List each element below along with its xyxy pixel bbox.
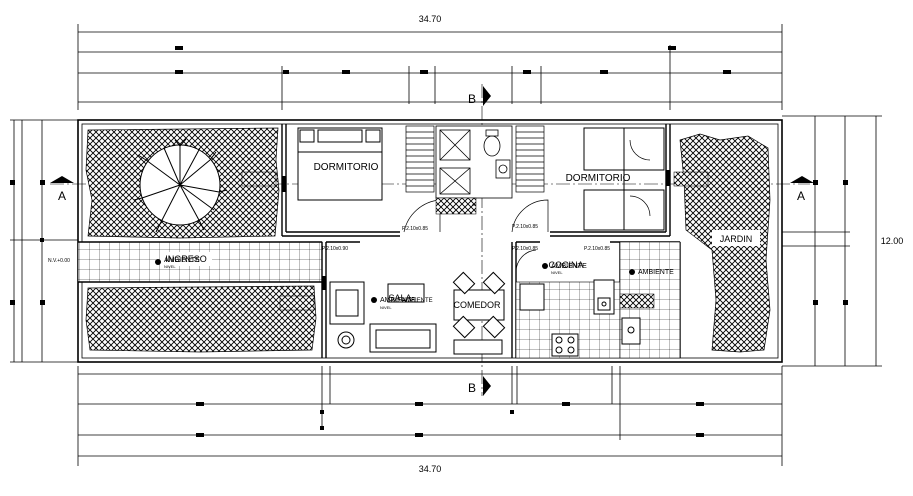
right-dimension-ticks xyxy=(813,180,848,305)
door-label-5: P.2.10x0.85 xyxy=(584,246,610,252)
section-a-right-marker xyxy=(790,176,814,183)
door-swing-kitchen xyxy=(515,249,537,273)
room-label-entry: INGRESO xyxy=(165,254,207,264)
section-b-bottom-marker xyxy=(483,376,491,396)
ambient-tag-1-text: AMBIENTE xyxy=(164,257,200,264)
bathroom xyxy=(435,125,513,199)
sofa xyxy=(329,281,437,353)
room-label-bedroom-left: DORMITORIO xyxy=(314,162,379,173)
entry-label-bg xyxy=(160,252,212,266)
door-label-4: P.2.10x0.85 xyxy=(512,246,538,252)
room-label-living: SALA xyxy=(388,293,411,303)
section-b-bottom-label: B xyxy=(468,381,476,395)
top-dimension-lines xyxy=(77,24,783,110)
floor-lamp xyxy=(337,331,355,349)
dining-table xyxy=(452,271,506,355)
top-overall-dimension: 34.70 xyxy=(419,14,442,24)
bottom-dimension-ticks xyxy=(196,402,704,437)
ambient-tag-3-text: AMBIENTE xyxy=(551,263,587,270)
door-swing-right-bedroom xyxy=(511,199,549,233)
room-label-dining: COMEDOR xyxy=(454,300,502,310)
section-a-right-label: A xyxy=(797,189,805,203)
room-label-bedroom-right: DORMITORIO xyxy=(566,173,631,184)
section-b-top-label: B xyxy=(468,92,476,106)
door-swing-bedroom-closet-2 xyxy=(629,195,651,217)
door-label-1: P.2.10x0.85 xyxy=(402,226,428,232)
garden-hatch-bottom xyxy=(85,285,317,353)
ambient-tag-3: AMBIENTE NIVEL xyxy=(542,263,587,275)
garden-label-bg xyxy=(712,230,760,246)
right-dimension-lines xyxy=(782,115,882,367)
room-label-kitchen: COCINA xyxy=(548,260,583,270)
ambient-tag-3-level: NIVEL xyxy=(551,270,563,275)
ambient-tag-5-text: AMBIENTE xyxy=(402,298,433,304)
ambient-tag-4: AMBIENTE xyxy=(629,269,674,276)
wall-window-markers xyxy=(282,170,670,290)
right-overall-dimension: 12.00 xyxy=(881,236,904,246)
kitchen-fixtures xyxy=(519,283,579,357)
room-label-garden: JARDIN xyxy=(720,234,753,244)
ambient-tag-2: AMBIENTE NIVEL xyxy=(371,297,416,310)
top-dimension-ticks xyxy=(175,46,731,74)
ambient-tag-2-level: NIVEL xyxy=(380,305,392,310)
section-a-left-marker xyxy=(50,176,74,183)
ambient-tag-4-text: AMBIENTE xyxy=(638,269,674,276)
bath-hatch xyxy=(435,197,477,215)
ambient-tag-1: AMBIENTE NIVEL xyxy=(155,257,200,269)
door-label-3: P.2.10x0.90 xyxy=(322,246,348,252)
section-b-top-marker xyxy=(483,86,491,106)
tree-symbol xyxy=(133,138,228,233)
ambient-tag-1-level: NIVEL xyxy=(164,264,176,269)
bed-right xyxy=(583,127,665,231)
outer-walls xyxy=(77,119,783,363)
bottom-overall-dimension: 34.70 xyxy=(419,464,442,474)
left-dimension-ticks xyxy=(10,180,45,305)
laundry-sink xyxy=(593,279,641,345)
bed-left xyxy=(297,127,383,201)
ambient-tag-2-text: AMBIENTE xyxy=(380,297,416,304)
section-a-left-label: A xyxy=(58,189,66,203)
ambient-tag-5: AMBIENTE xyxy=(241,171,709,311)
stair-right xyxy=(515,125,545,193)
door-swing-bedroom-closet xyxy=(629,139,651,161)
bottom-dimension-lines xyxy=(77,366,783,466)
door-label-2: P.2.10x0.85 xyxy=(512,224,538,230)
stair-left xyxy=(405,125,435,193)
level-mark: N.V.+0.00 xyxy=(48,258,70,264)
